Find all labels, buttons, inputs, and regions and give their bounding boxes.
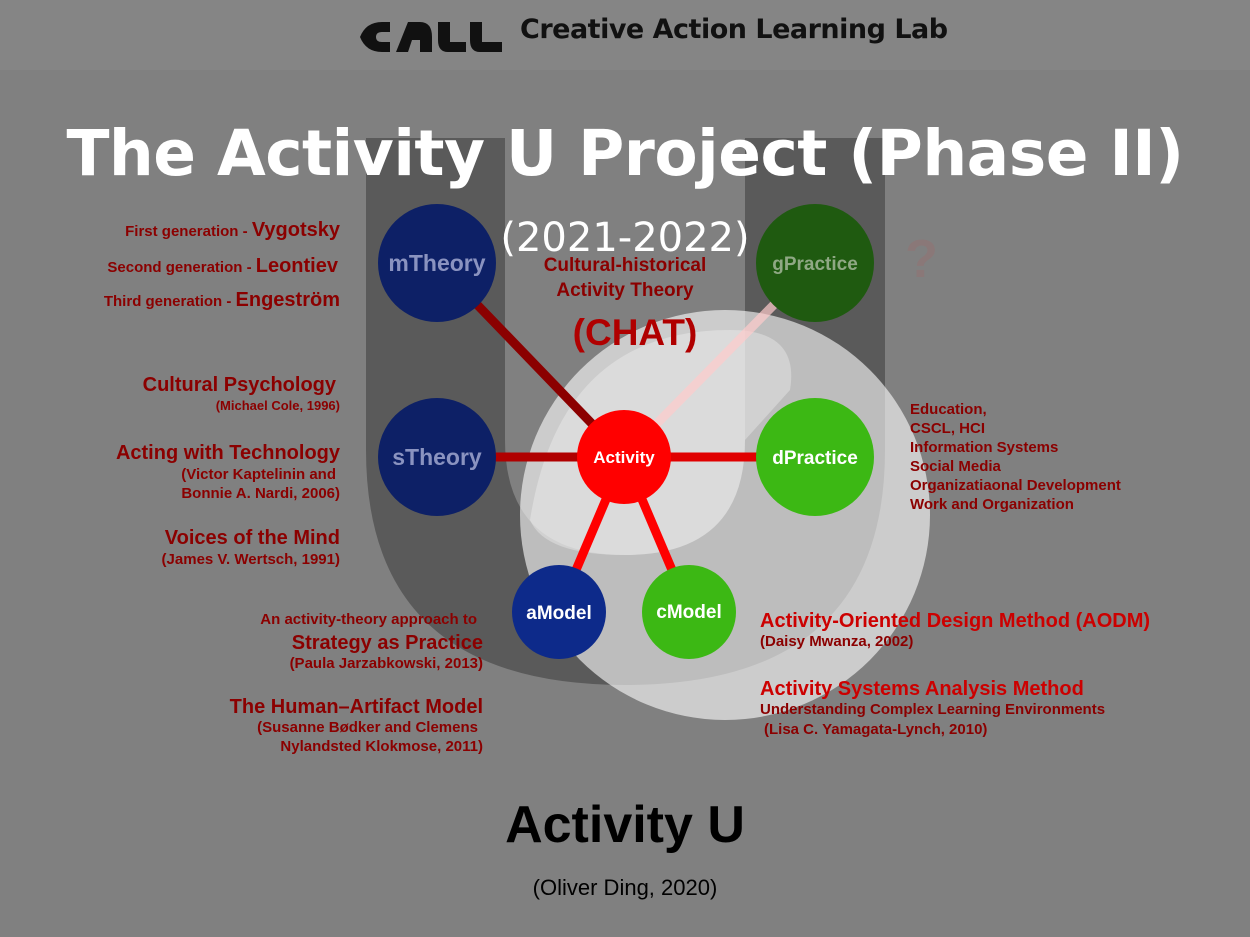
generation-3-name: Engeström: [235, 289, 340, 311]
ref-aodm-title: Activity-Oriented Design Method (AODM): [760, 610, 1151, 632]
practice-field-5: Organizatiaonal Development: [910, 477, 1121, 494]
brand-name: Creative Action Learning Lab: [520, 14, 948, 45]
ref-asam-sub: Understanding Complex Learning Environme…: [760, 701, 1106, 718]
footer-author: (Oliver Ding, 2020): [532, 875, 718, 900]
chat-acronym: (CHAT): [572, 312, 698, 353]
node-dpractice: [756, 398, 874, 516]
practice-field-3: Information Systems: [910, 439, 1059, 456]
mtheory-label: mTheory: [388, 250, 485, 276]
question-mark: ?: [905, 229, 938, 289]
ref-acting-technology-title: Acting with Technology: [115, 442, 340, 464]
practice-field-2: CSCL, HCI: [910, 420, 985, 437]
cmodel-label: cModel: [656, 602, 721, 623]
generation-1: First generation - Vygotsky: [125, 219, 340, 242]
generation-1-name: Vygotsky: [251, 219, 340, 241]
generation-2-prefix: Second generation -: [107, 259, 256, 276]
node-mtheory: [378, 204, 496, 322]
ref-aodm-cite: (Daisy Mwanza, 2002): [760, 633, 914, 650]
generation-2-name: Leontiev: [255, 255, 338, 277]
ref-asam-title: Activity Systems Analysis Method: [760, 678, 1084, 700]
practice-field-1: Education,: [910, 401, 987, 418]
footer-title: Activity U: [505, 796, 745, 854]
ref-human-artifact-cite1: (Susanne Bødker and Clemens: [257, 719, 478, 736]
call-logo: [360, 22, 502, 52]
ref-human-artifact-title: The Human–Artifact Model: [229, 696, 483, 718]
ref-strategy-title: Strategy as Practice: [291, 632, 483, 654]
stheory-label: sTheory: [392, 444, 482, 470]
practice-field-4: Social Media: [910, 458, 1001, 475]
ref-voices-mind-cite: (James V. Wertsch, 1991): [161, 551, 340, 568]
generation-3: Third generation - Engeström: [104, 289, 340, 312]
node-amodel: [512, 565, 606, 659]
node-cmodel: [642, 565, 736, 659]
ref-asam-cite: (Lisa C. Yamagata-Lynch, 2010): [764, 721, 988, 738]
gpractice-label: gPractice: [772, 254, 858, 275]
practice-field-6: Work and Organization: [910, 496, 1074, 513]
node-activity: [577, 410, 671, 504]
chat-line1: Cultural-historical: [543, 255, 707, 276]
header-bar: [0, 0, 1250, 70]
ref-acting-technology-cite2: Bonnie A. Nardi, 2006): [181, 485, 340, 502]
ref-acting-technology-cite1: (Victor Kaptelinin and: [181, 466, 336, 483]
generation-3-prefix: Third generation -: [103, 293, 236, 310]
generation-1-prefix: First generation -: [125, 223, 252, 240]
ref-human-artifact-cite2: Nylandsted Klokmose, 2011): [280, 738, 483, 755]
ref-strategy-cite: (Paula Jarzabkowski, 2013): [289, 655, 483, 672]
chat-line2: Activity Theory: [556, 280, 694, 301]
dpractice-label: dPractice: [772, 448, 858, 469]
ref-cultural-psychology-title: Cultural Psychology: [142, 374, 336, 396]
amodel-label: aModel: [526, 603, 591, 624]
generation-2: Second generation - Leontiev: [107, 255, 338, 278]
node-gpractice: [756, 204, 874, 322]
ref-voices-mind-title: Voices of the Mind: [164, 527, 340, 549]
ref-strategy-pre: An activity-theory approach to: [260, 611, 477, 628]
page-title: The Activity U Project (Phase II): [66, 117, 1184, 190]
ref-cultural-psychology-cite: (Michael Cole, 1996): [215, 398, 340, 413]
node-stheory: [378, 398, 496, 516]
page-subtitle: (2021-2022): [500, 215, 750, 261]
activity-label: Activity: [593, 448, 655, 467]
